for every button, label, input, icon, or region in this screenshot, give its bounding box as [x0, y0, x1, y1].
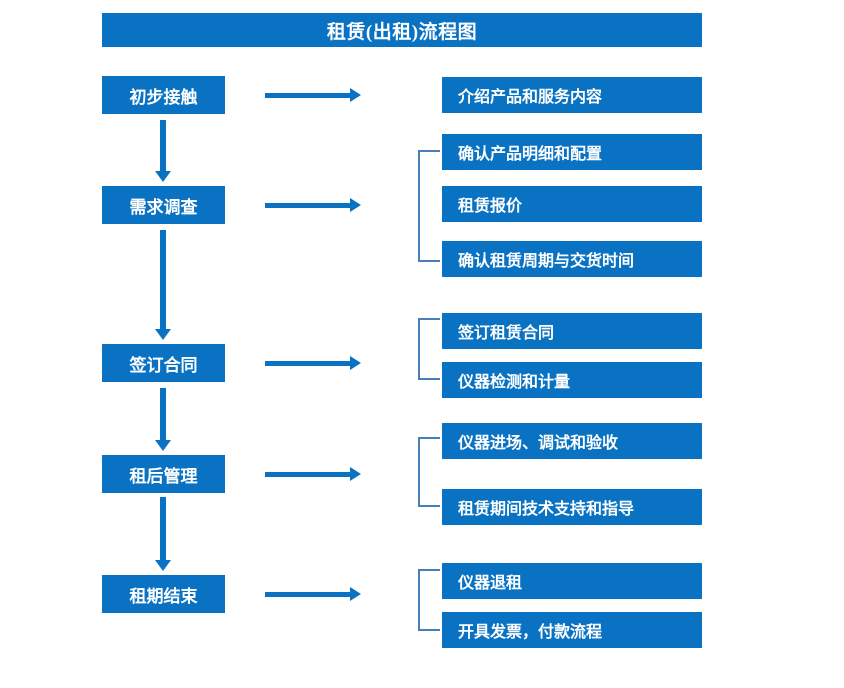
detail-box-6[interactable]: 仪器检测和计量: [442, 362, 702, 398]
bracket-group-5: [418, 569, 440, 631]
stage-box-2[interactable]: 需求调查: [102, 186, 225, 224]
vertical-arrow-3: [155, 388, 171, 451]
bracket-group-3: [418, 318, 440, 380]
detail-box-8[interactable]: 租赁期间技术支持和指导: [442, 489, 702, 525]
stage-box-1[interactable]: 初步接触: [102, 76, 225, 114]
stage-box-5[interactable]: 租期结束: [102, 575, 225, 613]
detail-box-5[interactable]: 签订租赁合同: [442, 313, 702, 349]
detail-box-10[interactable]: 开具发票，付款流程: [442, 612, 702, 648]
vertical-arrow-2: [155, 230, 171, 340]
bracket-group-2: [418, 150, 440, 262]
horizontal-arrow-1: [265, 88, 361, 102]
detail-box-2[interactable]: 确认产品明细和配置: [442, 134, 702, 170]
detail-box-3[interactable]: 租赁报价: [442, 186, 702, 222]
bracket-group-4: [418, 437, 440, 507]
horizontal-arrow-2: [265, 198, 361, 212]
detail-box-1[interactable]: 介绍产品和服务内容: [442, 77, 702, 113]
stage-box-3[interactable]: 签订合同: [102, 344, 225, 382]
vertical-arrow-1: [155, 120, 171, 182]
detail-box-7[interactable]: 仪器进场、调试和验收: [442, 423, 702, 459]
horizontal-arrow-4: [265, 467, 361, 481]
detail-box-9[interactable]: 仪器退租: [442, 563, 702, 599]
horizontal-arrow-5: [265, 587, 361, 601]
horizontal-arrow-3: [265, 356, 361, 370]
detail-box-4[interactable]: 确认租赁周期与交货时间: [442, 241, 702, 277]
vertical-arrow-4: [155, 497, 171, 571]
flowchart-title: 租赁(出租)流程图: [102, 13, 702, 47]
stage-box-4[interactable]: 租后管理: [102, 455, 225, 493]
